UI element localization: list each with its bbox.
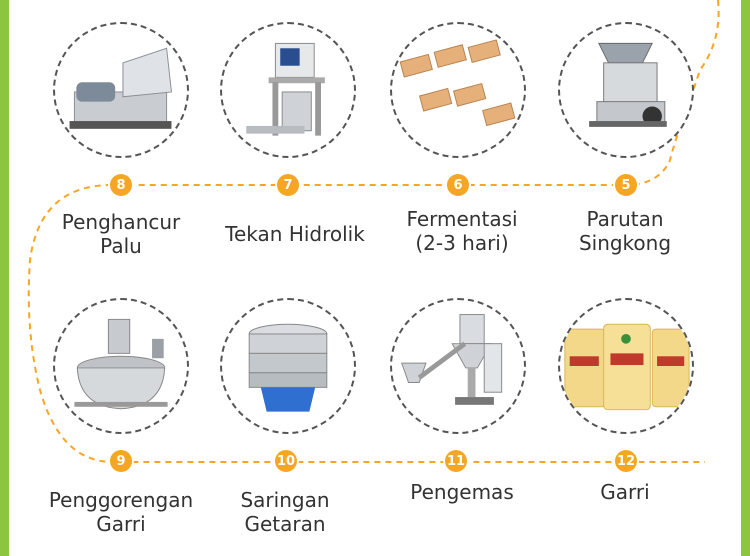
left-green-border [0, 0, 9, 556]
step-label: Saringan Getaran [240, 488, 330, 536]
step-number-badge: 12 [615, 450, 637, 472]
step-label: Penggorengan Garri [48, 488, 194, 536]
step-label: Penghancur Palu [61, 210, 181, 258]
step-number-badge: 5 [615, 174, 637, 196]
step-number-badge: 6 [447, 174, 469, 196]
vibrating-sieve-icon [220, 298, 356, 434]
step-number-badge: 8 [110, 174, 132, 196]
packing-machine-icon [390, 298, 526, 434]
right-green-border [741, 0, 750, 556]
step-label: Fermentasi (2-3 hari) [406, 207, 518, 255]
step-label: Pengemas [410, 480, 514, 504]
step-label: Tekan Hidrolik [225, 222, 365, 246]
step-number-badge: 11 [445, 450, 467, 472]
garri-bags-icon [558, 298, 694, 434]
step-label: Garri [600, 480, 650, 504]
fermentation-rack-icon [390, 22, 526, 158]
step-number-badge: 7 [277, 174, 299, 196]
step-number-badge: 10 [275, 450, 297, 472]
step-label: Parutan Singkong [578, 207, 672, 255]
step-number-badge: 9 [110, 450, 132, 472]
hydraulic-press-icon [220, 22, 356, 158]
hammer-mill-icon [53, 22, 189, 158]
cassava-grater-icon [558, 22, 694, 158]
frying-pan-icon [53, 298, 189, 434]
